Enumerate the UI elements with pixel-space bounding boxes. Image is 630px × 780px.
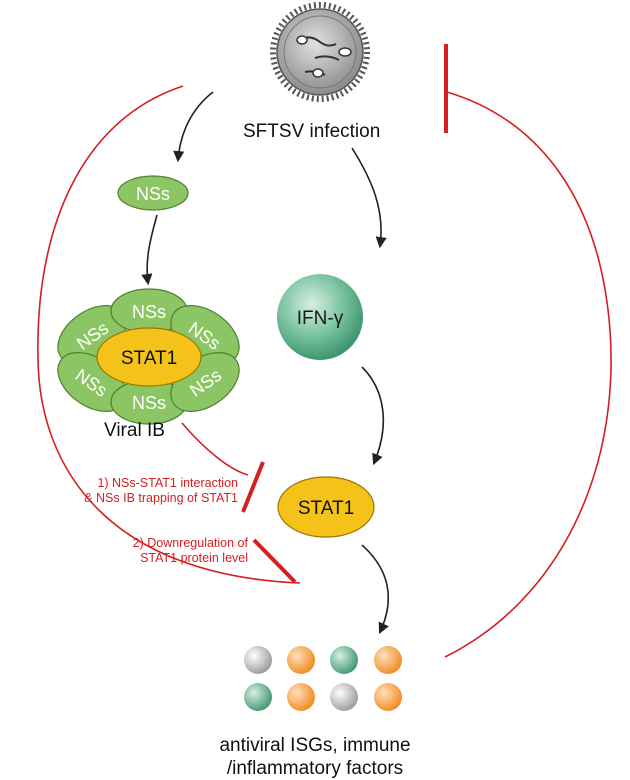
arrow-ifn-to-stat1 [361,366,385,466]
output-label-line1: antiviral ISGs, immune [219,735,411,756]
factor-ball-orange [374,646,402,674]
factor-ball-green [244,683,272,711]
factor-ball-orange [374,683,402,711]
factor-ball-orange [287,683,315,711]
virus-particle-icon [270,2,370,102]
arrow-nss-to-ib [141,214,158,286]
stat1-node [277,476,375,538]
factor-ball-green [330,646,358,674]
nss-node [117,175,189,211]
inhibition-2-line1: 2) Downregulation of [132,536,248,550]
ifn-gamma-node [277,274,363,360]
inhibition-1-text: 1) NSs-STAT1 interaction & NSs IB trappi… [48,476,238,506]
output-label: antiviral ISGs, immune /inflammatory fac… [195,734,435,780]
inhibition-2-line2: STAT1 protein level [140,551,248,565]
inhibition-1-line1: 1) NSs-STAT1 interaction [97,476,238,490]
virus-label: SFTSV infection [243,121,381,142]
right-feedback-arc [444,91,612,658]
ib-stat1-core [96,327,202,387]
nss-ring-label: NSs [132,393,166,413]
factor-balls [244,646,402,711]
arrow-virus-to-nss [173,91,214,163]
stat1-inhibition-bar-1 [241,461,265,513]
arrow-virus-to-ifn [351,147,387,249]
left-feedback-arc [37,85,301,584]
ib-inhibition-line [181,422,249,476]
nss-node-label: NSs [136,184,170,204]
arrow-stat1-to-factors [361,544,390,635]
viral-ib-cluster: NSs NSs NSs NSs NSs NSs STAT1 [57,288,240,425]
inhibition-1-line2: & NSs IB trapping of STAT1 [84,491,238,505]
nss-ring-label: NSs [132,302,166,322]
factor-ball-grey [244,646,272,674]
factor-ball-orange [287,646,315,674]
ifn-gamma-label: IFN-γ [297,308,344,329]
stat1-node-label: STAT1 [298,498,354,519]
ib-stat1-label: STAT1 [121,348,177,369]
inhibition-2-text: 2) Downregulation of STAT1 protein level [90,536,248,566]
output-label-line2: /inflammatory factors [226,758,404,779]
stat1-inhibition-bar-2 [252,538,297,584]
factor-ball-grey [330,683,358,711]
viral-ib-caption: Viral IB [104,420,165,441]
